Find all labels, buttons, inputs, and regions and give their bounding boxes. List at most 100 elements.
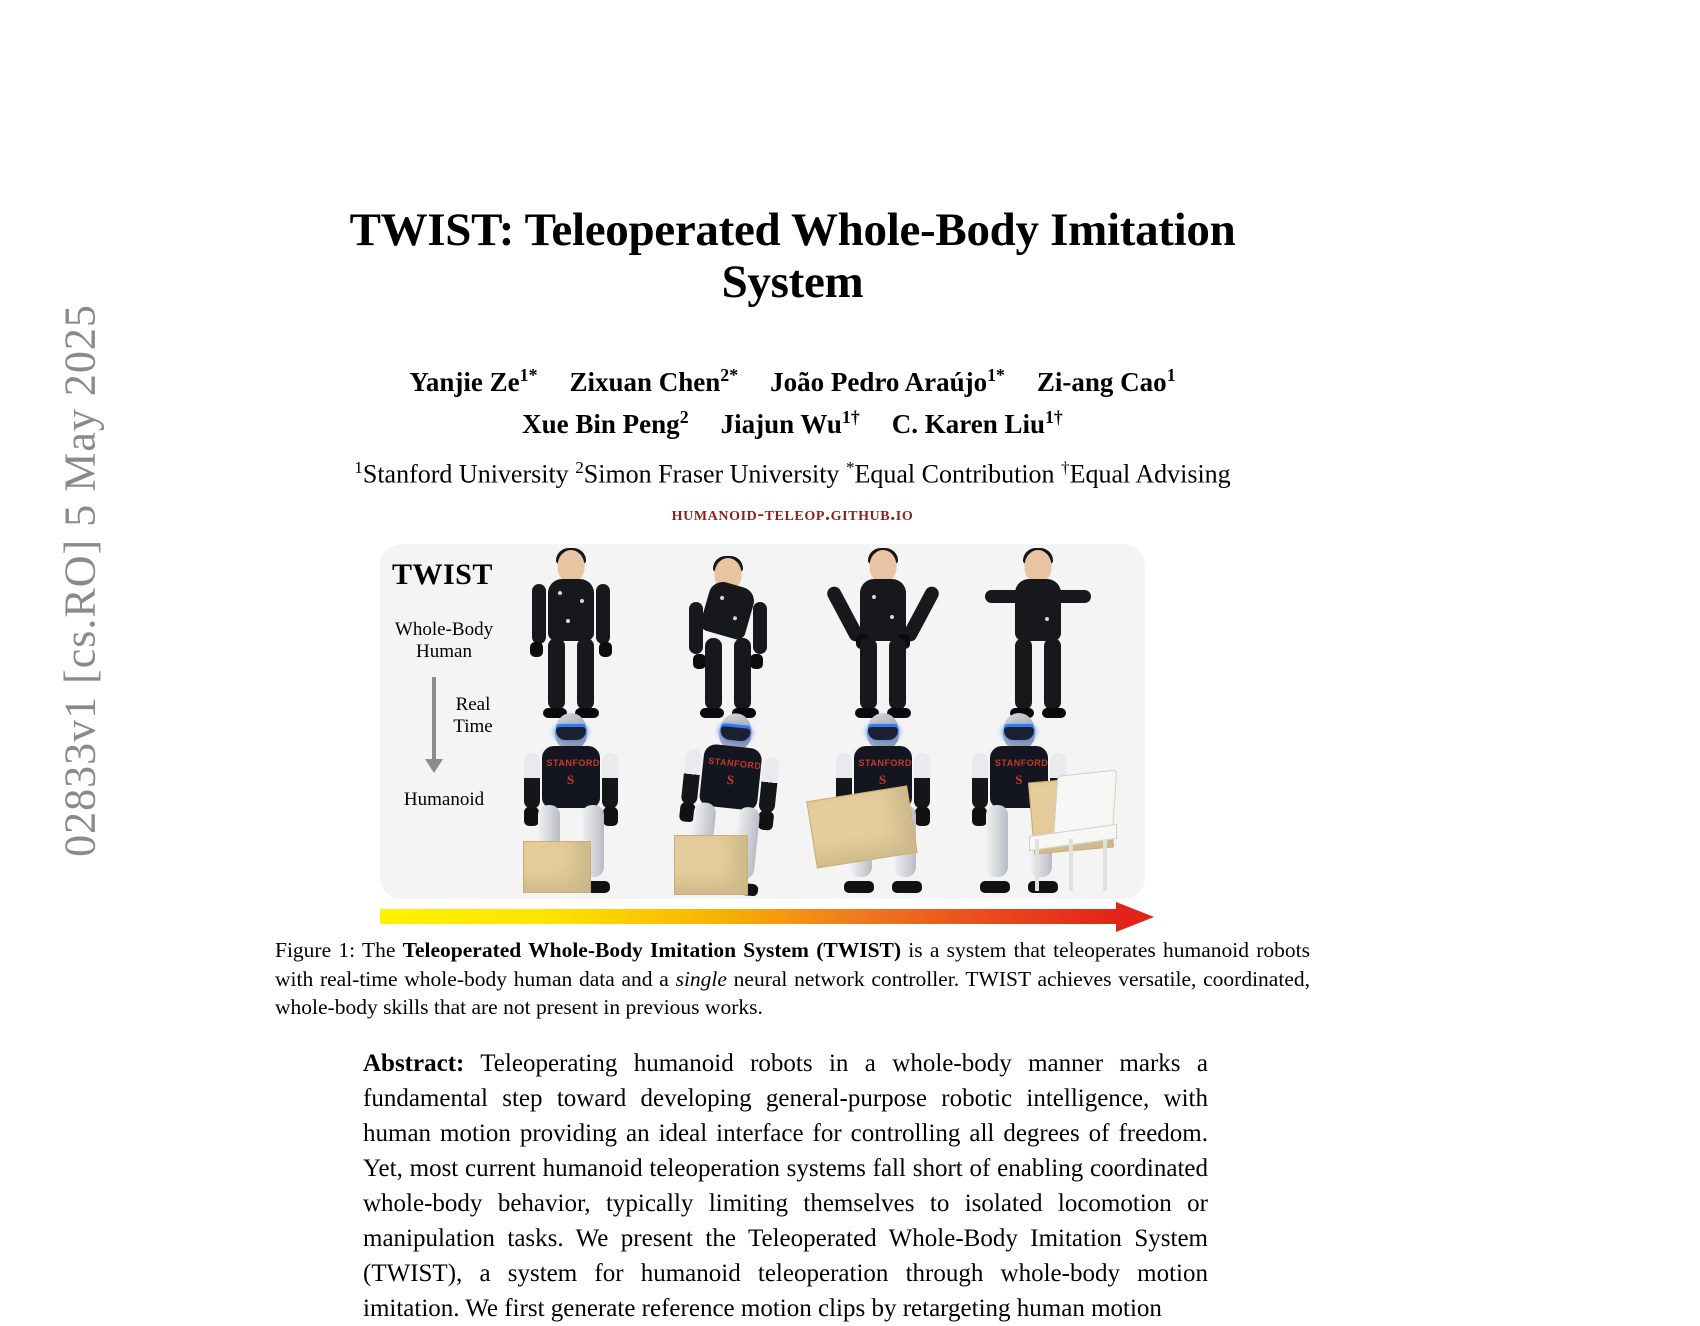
robot-jersey-emblem: S bbox=[878, 771, 887, 787]
affil-text: Equal Contribution bbox=[854, 459, 1062, 489]
affil-marker: 2 bbox=[575, 458, 584, 478]
robot-visor-icon bbox=[1003, 726, 1034, 740]
human-leg-left bbox=[1014, 637, 1032, 710]
caption-bold-term: Teleoperated Whole-Body Imitation System… bbox=[402, 937, 902, 962]
author-row-1: Yanjie Ze1*Zixuan Chen2*João Pedro Araúj… bbox=[275, 363, 1310, 400]
robot-foot-left bbox=[979, 880, 1010, 893]
human-arm-left bbox=[531, 583, 546, 644]
author-list: Yanjie Ze1*Zixuan Chen2*João Pedro Araúj… bbox=[275, 363, 1310, 442]
human-torso bbox=[859, 578, 906, 641]
robot-hand-left bbox=[971, 806, 987, 826]
human-shoe-right bbox=[1041, 707, 1066, 718]
author-affil-marker: 2* bbox=[720, 365, 739, 386]
human-shoe-right bbox=[886, 707, 911, 718]
author-entry: Xue Bin Peng2 bbox=[522, 406, 689, 439]
author-affil-marker: 1* bbox=[519, 365, 538, 386]
author-entry: Zi-ang Cao1 bbox=[1037, 365, 1176, 397]
figure-label-human: Whole-Body Human bbox=[384, 619, 504, 663]
caption-mid-2: neural network controller. TWIST achieve… bbox=[275, 966, 1310, 1020]
arxiv-stamp: 02833v1 [cs.RO] 5 May 2025 bbox=[55, 304, 105, 857]
robot-arm-right bbox=[601, 752, 618, 809]
robot-visor-icon bbox=[555, 726, 586, 740]
figure-label-humanoid: Humanoid bbox=[403, 788, 485, 810]
human-leg-left bbox=[859, 637, 877, 710]
paper-page: TWIST: Teleoperated Whole-Body Imitation… bbox=[275, 0, 1310, 1322]
robot-arm-right bbox=[913, 752, 930, 809]
author-name: C. Karen Liu bbox=[891, 408, 1046, 439]
human-arm-left bbox=[984, 589, 1037, 603]
affil-text: Stanford University bbox=[362, 459, 576, 489]
human-shoe-left bbox=[542, 707, 567, 718]
figure-column: STANFORD S bbox=[960, 544, 1118, 899]
human-hand-right bbox=[749, 653, 763, 669]
author-affil-marker: 1† bbox=[1045, 406, 1063, 427]
human-shoe-left bbox=[854, 707, 879, 718]
human-head bbox=[1024, 549, 1051, 582]
author-affil-marker: 2 bbox=[679, 406, 689, 427]
affil-text: Equal Advising bbox=[1069, 459, 1231, 489]
chair-leg bbox=[1103, 838, 1107, 891]
figure-caption: Figure 1: The Teleoperated Whole-Body Im… bbox=[275, 936, 1310, 1022]
robot-foot-right bbox=[891, 880, 922, 893]
human-torso bbox=[547, 578, 594, 641]
figure-columns: STANFORD S bbox=[475, 544, 1145, 899]
abstract-body: Teleoperating humanoid robots in a whole… bbox=[363, 1049, 1208, 1322]
robot-jersey-logo: STANFORD bbox=[994, 757, 1049, 768]
figure-label-realtime-line2: Time bbox=[453, 715, 493, 737]
caption-mid-1: is a system that teleoperates humanoid r… bbox=[275, 937, 1310, 991]
author-entry: Yanjie Ze1* bbox=[409, 365, 538, 398]
chair-leg bbox=[1035, 838, 1039, 891]
robot-jersey-logo: STANFORD bbox=[546, 757, 600, 768]
time-gradient-arrowhead-icon bbox=[1116, 901, 1154, 932]
author-name: Xue Bin Peng bbox=[522, 408, 680, 439]
human-shoe-left bbox=[699, 707, 724, 718]
human-leg-right bbox=[888, 637, 906, 710]
human-mocap-figure bbox=[673, 550, 783, 718]
author-entry: Jiajun Wu1† bbox=[720, 406, 860, 439]
realtime-arrow-head-icon bbox=[425, 758, 443, 773]
robot-torso: STANFORD S bbox=[698, 743, 763, 811]
chair-leg bbox=[1069, 838, 1073, 891]
robot-arm-left bbox=[523, 752, 540, 809]
human-hand-left bbox=[692, 653, 706, 669]
figure-column: STANFORD S bbox=[650, 544, 805, 899]
human-arm-right bbox=[752, 601, 767, 654]
caption-prefix: Figure 1: The bbox=[275, 937, 403, 962]
affiliations: 1Stanford University 2Simon Fraser Unive… bbox=[275, 458, 1310, 490]
figure-label-human-line1: Whole-Body bbox=[394, 618, 494, 640]
cardboard-box bbox=[674, 834, 748, 895]
figure-column: STANFORD S bbox=[805, 544, 960, 899]
human-leg-right bbox=[733, 637, 751, 710]
affil-marker: * bbox=[845, 458, 855, 478]
human-shoe-right bbox=[574, 707, 599, 718]
robot-arm-left bbox=[971, 752, 988, 809]
author-name: Zixuan Chen bbox=[569, 367, 721, 398]
figure-label-realtime: Real Time bbox=[440, 694, 506, 738]
project-url-link[interactable]: humanoid-teleop.github.io bbox=[671, 502, 914, 525]
chair-object bbox=[1025, 769, 1121, 891]
author-affil-marker: 1† bbox=[841, 406, 860, 427]
time-gradient-arrow bbox=[380, 901, 1170, 932]
affil-marker: 1 bbox=[354, 458, 363, 478]
robot-hand-right bbox=[602, 806, 618, 826]
human-torso bbox=[1014, 578, 1061, 641]
human-leg-right bbox=[1043, 637, 1061, 710]
figure-panel-title: TWIST bbox=[392, 557, 493, 591]
robot-torso: STANFORD S bbox=[541, 745, 600, 808]
human-arm-right bbox=[595, 583, 610, 644]
author-name: Jiajun Wu bbox=[720, 408, 842, 439]
human-leg-right bbox=[576, 637, 594, 710]
author-name: Yanjie Ze bbox=[409, 367, 520, 398]
figure-column: STANFORD S bbox=[493, 544, 648, 899]
human-shoe-right bbox=[731, 707, 756, 718]
page-title: TWIST: Teleoperated Whole-Body Imitation… bbox=[349, 204, 1236, 308]
human-leg-left bbox=[704, 637, 722, 710]
realtime-arrow-shaft bbox=[432, 676, 436, 762]
author-entry: Zixuan Chen2* bbox=[569, 365, 739, 398]
robot-jersey-emblem: S bbox=[566, 771, 575, 787]
robot-jersey-logo: STANFORD bbox=[707, 755, 762, 772]
human-mocap-figure bbox=[824, 547, 941, 718]
human-head bbox=[869, 549, 896, 582]
abstract-section: Abstract: Teleoperating humanoid robots … bbox=[363, 1046, 1208, 1326]
